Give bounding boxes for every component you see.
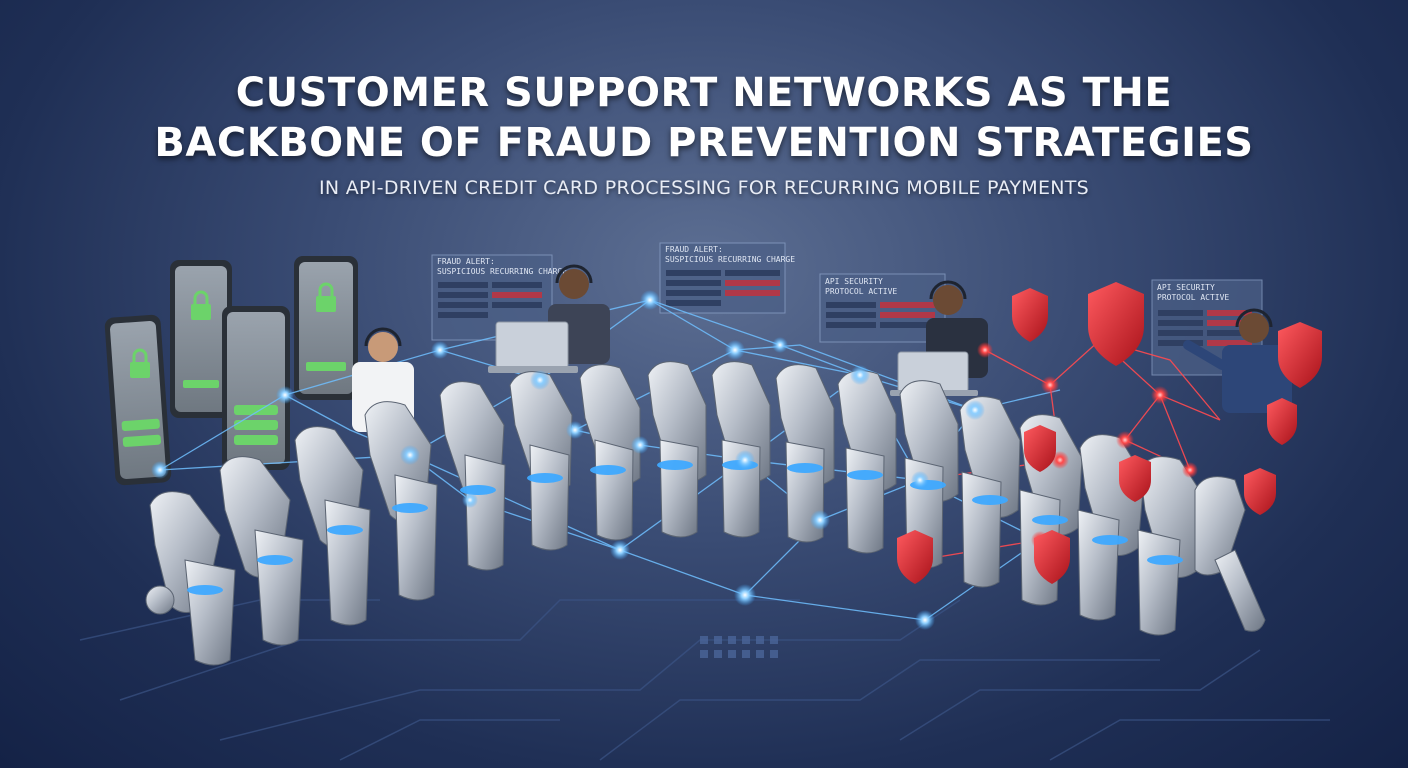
spine-end-bolt [145,585,175,615]
vertebra [149,491,236,666]
lock-icon [316,282,336,312]
shield-icon [1119,455,1151,502]
phone-2 [170,260,232,418]
vertebra [1194,476,1266,632]
vertebra [647,361,707,538]
network-node-icon [151,290,985,630]
vertebra [364,401,438,601]
vertebra [1137,456,1207,636]
vertebra [837,370,897,554]
page-subtitle: IN API-DRIVEN CREDIT CARD PROCESSING FOR… [318,177,1090,199]
svg-text:PROTOCOL ACTIVE: PROTOCOL ACTIVE [825,287,897,296]
laptop-icon [488,321,578,373]
spine-glow-discs [187,460,1183,595]
vertebra [711,361,771,538]
circuit-dots [700,636,778,658]
shield-icon [1088,282,1144,366]
vertebra [959,396,1021,588]
vertebra [294,426,371,626]
phone-1 [104,314,172,486]
shield-icon [1244,468,1276,515]
vertebra [439,381,506,571]
svg-text:FRAUD ALERT:: FRAUD ALERT: [665,245,723,254]
lock-icon [191,290,211,320]
spine-backbone [145,361,1266,666]
svg-text:PROTOCOL ACTIVE: PROTOCOL ACTIVE [1157,293,1229,302]
page-title-line1: CUSTOMER SUPPORT NETWORKS AS THE [235,70,1173,116]
shield-icon [1278,322,1322,388]
shield-icon [1034,530,1070,584]
fraud-alert-panel-2: FRAUD ALERT: SUSPICIOUS RECURRING CHARGE [659,242,795,314]
shield-icon [1024,425,1056,472]
lock-icon [130,348,150,378]
shield-icon [1267,398,1297,445]
phone-4 [294,256,358,400]
svg-text:API SECURITY: API SECURITY [825,277,883,286]
phone-group [104,256,358,486]
svg-text:API SECURITY: API SECURITY [1157,283,1215,292]
svg-text:FRAUD ALERT:: FRAUD ALERT: [437,257,495,266]
vertebra [579,364,641,541]
phone-3 [222,306,290,470]
page-title-line2: BACKBONE OF FRAUD PREVENTION STRATEGIES [154,120,1254,166]
vertebra [509,371,573,551]
shield-icon [897,530,933,584]
headset-agent-icon [1183,308,1292,413]
svg-text:SUSPICIOUS RECURRING CHARGE: SUSPICIOUS RECURRING CHARGE [665,255,795,264]
api-security-panel-1: API SECURITY PROTOCOL ACTIVE [819,273,946,343]
svg-text:SUSPICIOUS RECURRING CHARGE: SUSPICIOUS RECURRING CHARGE [437,267,567,276]
shield-icon [1012,288,1048,342]
